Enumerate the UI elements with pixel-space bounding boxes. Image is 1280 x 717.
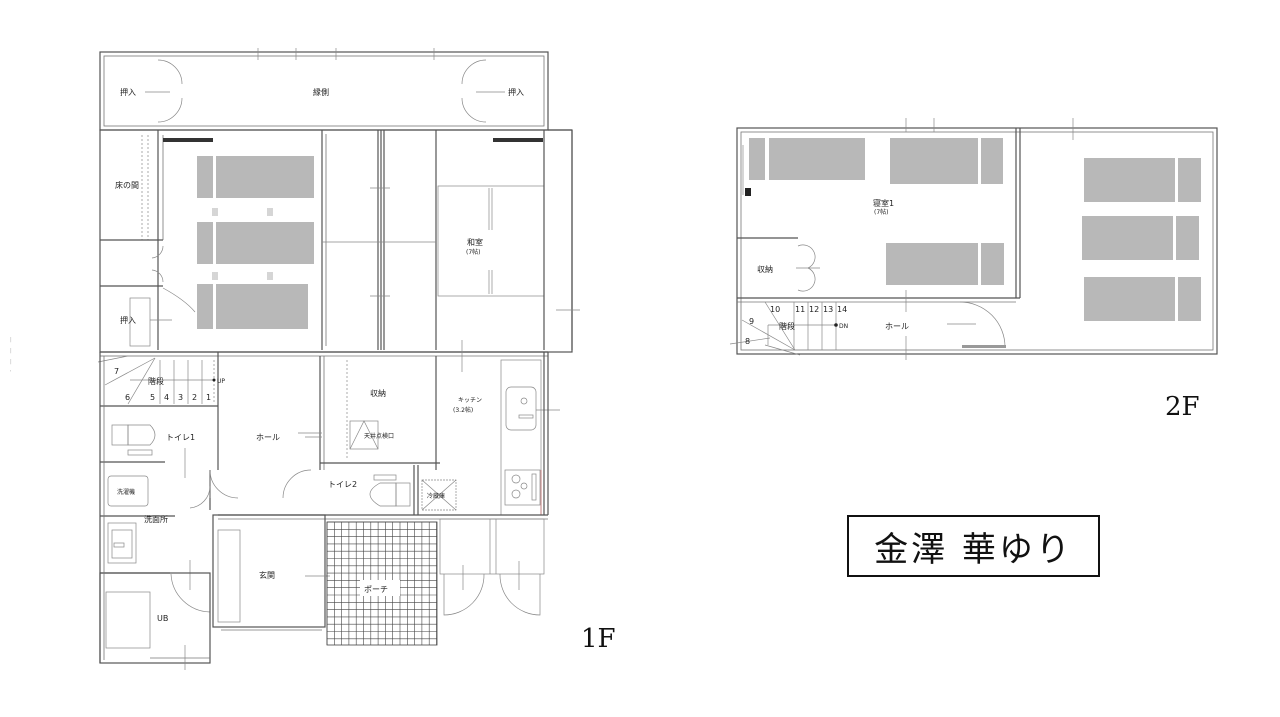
label-unit-bath: UB [157,614,168,623]
label-oshiire-lower: 押入 [120,315,136,325]
stair-step-2: 2 [192,393,197,402]
label-hall-2f: ホール [885,322,909,331]
label-stairs-1f: 階段 [148,376,164,386]
label-washitsu-size: (7帖) [466,248,481,256]
floor-label-1f: 1F [581,624,616,654]
label-toilet1: トイレ1 [166,433,195,442]
label-engawa: 縁側 [313,87,329,97]
floor-2f-labels: 寝室1 (7帖) 収納 階段 DN ホール 8 9 10 11 12 13 14 [745,198,909,346]
stair-step-9: 9 [749,317,754,326]
stair-step-6: 6 [125,393,130,402]
label-fridge: 冷蔵庫 [427,492,445,500]
stair-step-1: 1 [206,393,211,402]
stair-step-13: 13 [823,305,833,314]
stair-step-12: 12 [809,305,819,314]
floor-2f-plan [729,118,1218,360]
stair-step-3: 3 [178,393,183,402]
stair-step-14: 14 [837,305,847,314]
label-washer: 洗濯機 [117,488,135,496]
label-washitsu: 和室 [467,237,483,247]
stair-step-4: 4 [164,393,169,402]
label-storage-2f: 収納 [757,264,773,274]
edge-tick-marks: |||' [10,337,12,376]
label-entrance: 玄関 [259,570,275,580]
label-ceiling-hatch: 天井点検口 [364,432,394,440]
label-bedroom1-size: (7帖) [874,208,889,216]
label-stairs-up: UP [217,378,225,385]
label-tokonoma: 床の間 [115,180,139,190]
porch-tile-grid [326,521,438,646]
stair-step-8: 8 [745,337,750,346]
label-stairs-dn: DN [839,323,848,330]
label-kitchen: キッチン [458,397,482,404]
label-washroom: 洗面所 [144,514,168,524]
label-storage-1f: 収納 [370,388,386,398]
label-bedroom1: 寝室1 [873,198,894,208]
stair-step-11: 11 [795,305,805,314]
label-oshiire-right: 押入 [508,87,524,97]
label-oshiire-left: 押入 [120,87,136,97]
label-porch: ポーチ [364,585,388,594]
stair-step-7: 7 [114,367,119,376]
name-plate: 金澤 華ゆり [847,515,1100,577]
stair-step-10: 10 [770,305,780,314]
stair-step-5: 5 [150,393,155,402]
floor-1f-plan [97,48,580,670]
label-hall-1f: ホール [256,433,280,442]
floor-1f-labels: 押入 縁側 押入 床の間 押入 和室 (7帖) 階段 UP 1 2 3 4 5 … [114,87,524,623]
label-toilet2: トイレ2 [328,480,357,489]
floor-label-2f: 2F [1165,392,1200,422]
name-plate-text: 金澤 華ゆり [874,529,1073,570]
label-stairs-2f: 階段 [779,321,795,331]
label-kitchen-size: (3.2帖) [453,406,473,414]
